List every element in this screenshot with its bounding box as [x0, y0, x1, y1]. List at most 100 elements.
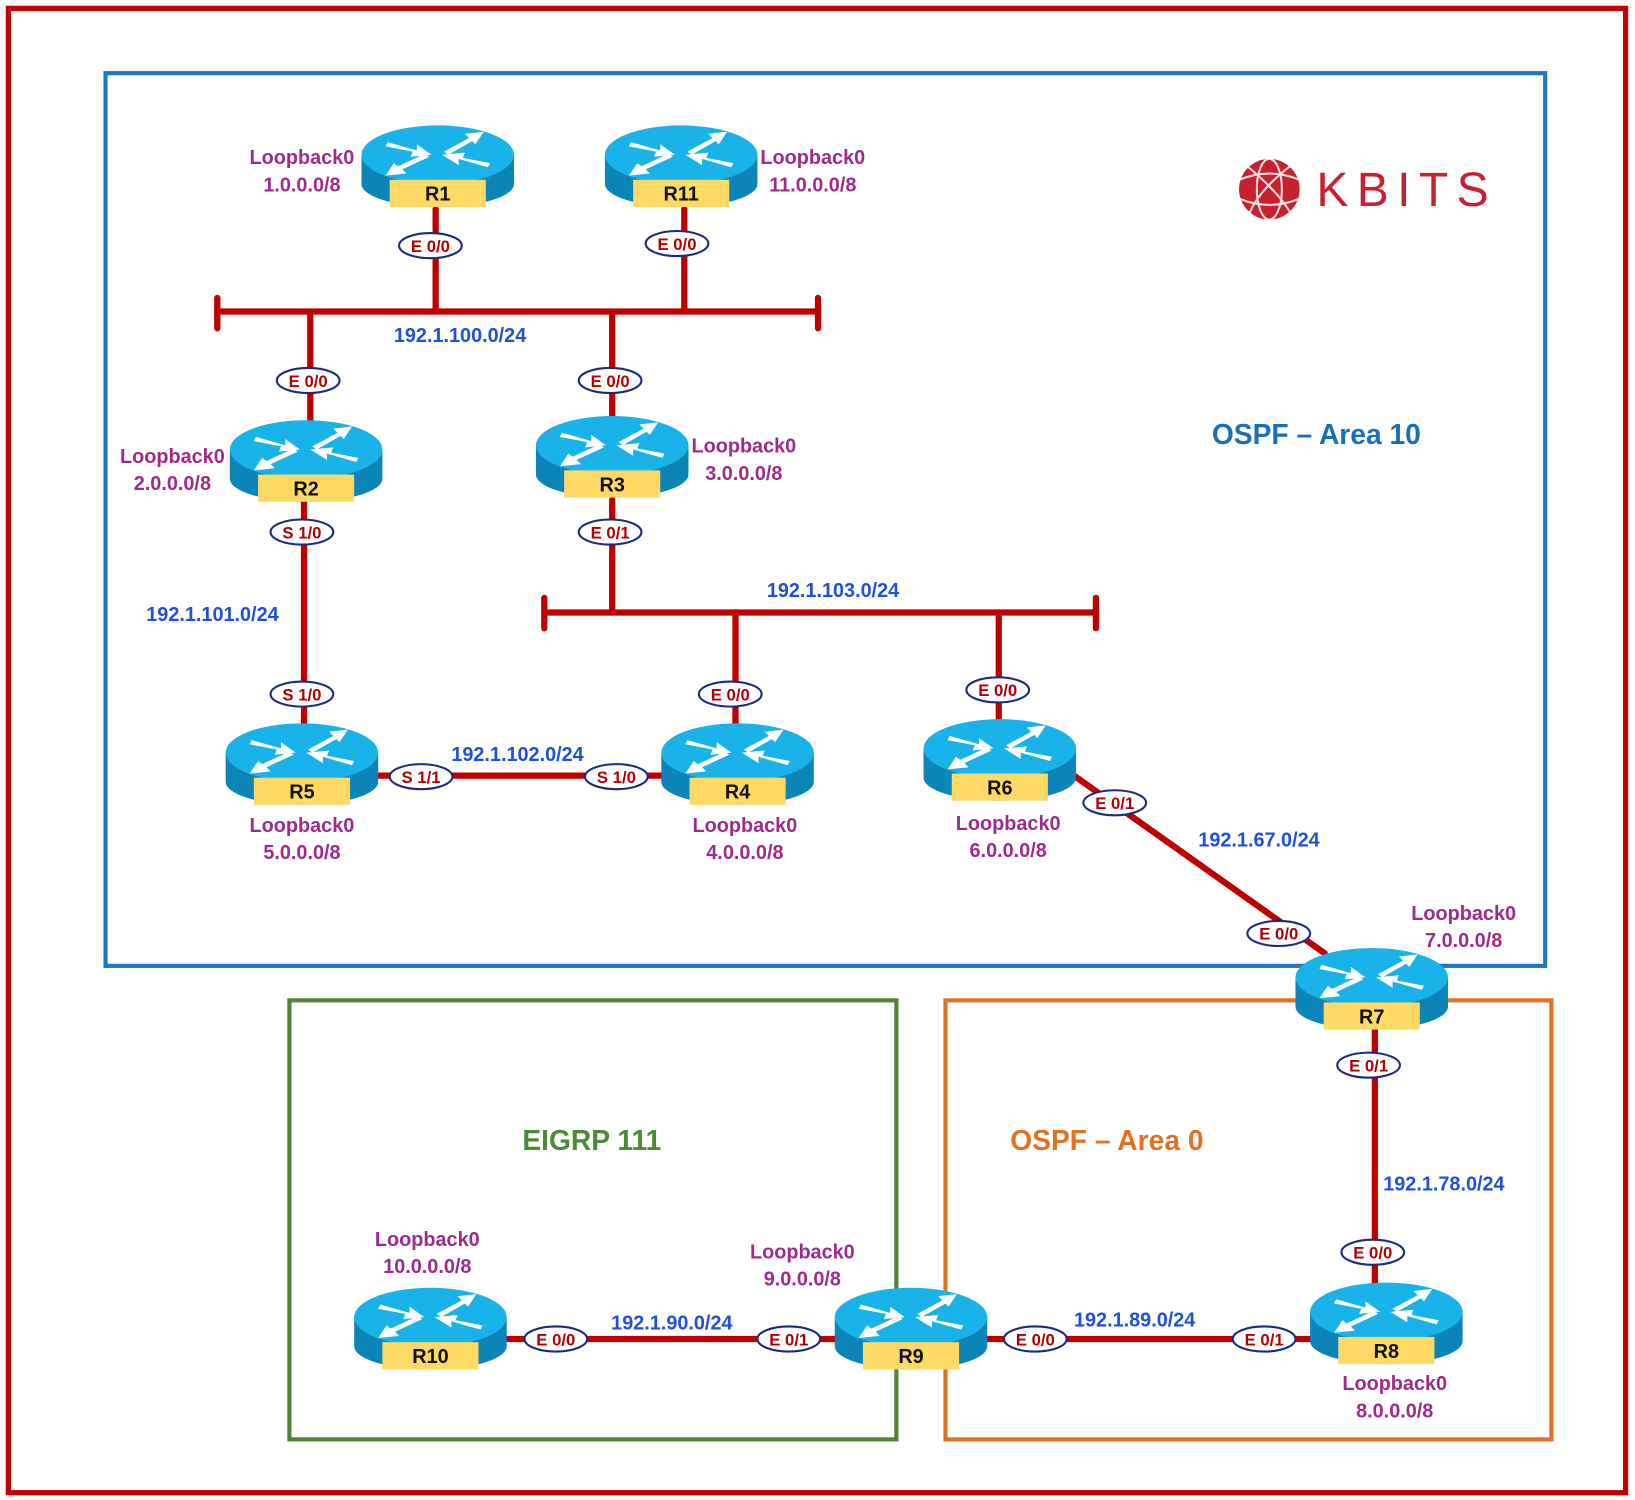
interface-label: E 0/1	[1245, 1330, 1284, 1349]
interface-label: S 1/0	[597, 768, 636, 787]
interface-label: E 0/1	[769, 1330, 808, 1349]
interface-badge-r6-e01: E 0/1	[1082, 789, 1148, 817]
interface-badge-r5-s10: S 1/0	[269, 680, 335, 708]
router-name: R5	[289, 782, 314, 804]
interface-badge-r5-s11: S 1/1	[388, 763, 454, 791]
loopback-label-r10: Loopback0	[375, 1229, 480, 1251]
router-r7[interactable]: R7	[1295, 948, 1448, 1030]
interface-label: S 1/1	[402, 768, 441, 787]
network-label-192-1-103: 192.1.103.0/24	[767, 580, 899, 602]
interface-badge-r9-e00: E 0/0	[1002, 1325, 1068, 1353]
router-r10[interactable]: R10	[354, 1287, 507, 1370]
network-label-192-1-89: 192.1.89.0/24	[1074, 1309, 1195, 1331]
loopback-prefix-r9: 9.0.0.0/8	[764, 1269, 841, 1291]
loopback-prefix-r1: 1.0.0.0/8	[263, 174, 340, 196]
router-r9[interactable]: R9	[834, 1287, 988, 1370]
loopback-prefix-r10: 10.0.0.0/8	[383, 1256, 471, 1278]
router-r11[interactable]: R11	[604, 125, 758, 207]
network-label-192-1-90: 192.1.90.0/24	[611, 1313, 732, 1335]
network-label-192-1-101: 192.1.101.0/24	[146, 604, 278, 626]
loopback-label-r2: Loopback0	[120, 446, 225, 468]
loopback-prefix-r6: 6.0.0.0/8	[970, 840, 1047, 862]
router-name: R11	[664, 184, 699, 206]
router-name: R10	[412, 1346, 448, 1368]
interface-badge-r7-e01: E 0/1	[1336, 1051, 1401, 1079]
area-eigrp-label: EIGRP 111	[522, 1124, 661, 1156]
area-eigrp-box	[287, 998, 899, 1442]
interface-label: S 1/0	[282, 523, 321, 542]
loopback-label-r11: Loopback0	[760, 147, 865, 169]
router-r6[interactable]: R6	[923, 719, 1077, 801]
area-ospf0-box	[943, 998, 1554, 1442]
interface-badge-r1-e00: E 0/0	[398, 232, 463, 260]
loopback-prefix-r8: 8.0.0.0/8	[1356, 1400, 1433, 1422]
area-ospf10-box	[103, 71, 1548, 968]
interface-badge-r3-e01: E 0/1	[577, 518, 643, 546]
network-label-192-1-78: 192.1.78.0/24	[1383, 1174, 1504, 1196]
kbits-logo: KBITS	[1238, 157, 1497, 221]
interface-label: S 1/0	[282, 685, 321, 704]
router-name: R9	[898, 1346, 923, 1368]
interface-label: E 0/1	[591, 523, 630, 542]
interface-badges: E 0/0 E 0/0 E 0/0 E 0/0 S 1/0 E 0/1 S 1/…	[269, 229, 1406, 1353]
interface-badge-r4-e00: E 0/0	[697, 680, 763, 708]
router-name: R1	[425, 184, 450, 206]
interface-badge-r10-e00: E 0/0	[523, 1325, 589, 1353]
router-r1[interactable]: R1	[361, 125, 515, 207]
interface-badge-r6-e00: E 0/0	[965, 676, 1031, 704]
interface-label: E 0/0	[536, 1330, 575, 1349]
router-r8[interactable]: R8	[1310, 1282, 1463, 1365]
interface-badge-r9-e01: E 0/1	[756, 1325, 822, 1353]
area-ospf0-label: OSPF – Area 0	[1010, 1124, 1203, 1156]
router-name: R4	[725, 782, 750, 804]
interface-label: E 0/0	[289, 372, 328, 391]
interface-badge-r8-e01: E 0/1	[1231, 1325, 1297, 1353]
interface-badge-r4-s10: S 1/0	[584, 763, 649, 791]
globe-icon	[1238, 157, 1301, 221]
network-label-192-1-102: 192.1.102.0/24	[451, 744, 583, 766]
logo-text: KBITS	[1316, 163, 1497, 217]
interface-label: E 0/0	[1259, 925, 1298, 944]
interface-label: E 0/1	[1095, 794, 1134, 813]
router-name: R7	[1359, 1006, 1384, 1028]
network-label-192-1-67: 192.1.67.0/24	[1198, 830, 1319, 852]
loopback-prefix-r4: 4.0.0.0/8	[706, 842, 783, 864]
network-label-192-1-100: 192.1.100.0/24	[394, 325, 526, 347]
loopback-label-r5: Loopback0	[250, 815, 355, 837]
router-r3[interactable]: R3	[535, 416, 689, 498]
interface-label: E 0/0	[1016, 1330, 1055, 1349]
router-name: R6	[987, 777, 1012, 799]
loopback-label-r8: Loopback0	[1342, 1373, 1447, 1395]
outer-border	[5, 5, 1629, 1496]
loopback-prefix-r3: 3.0.0.0/8	[705, 463, 782, 485]
interface-badge-r8-e00: E 0/0	[1340, 1238, 1406, 1266]
router-name: R3	[600, 474, 625, 496]
loopback-label-r4: Loopback0	[693, 815, 798, 837]
loopback-prefix-r2: 2.0.0.0/8	[134, 473, 211, 495]
interface-badge-r2-e00: E 0/0	[275, 366, 341, 395]
interface-badge-r7-e00: E 0/0	[1246, 919, 1312, 948]
router-r5[interactable]: R5	[225, 723, 379, 805]
router-name: R2	[293, 478, 318, 500]
interface-badge-r3-e00: E 0/0	[577, 366, 643, 395]
interface-label: E 0/0	[411, 237, 450, 256]
loopback-prefix-r7: 7.0.0.0/8	[1425, 930, 1502, 952]
interface-label: E 0/0	[591, 372, 630, 391]
router-r2[interactable]: R2	[229, 420, 383, 502]
router-name: R8	[1374, 1341, 1399, 1363]
interface-badge-r2-s10: S 1/0	[269, 518, 335, 546]
interface-label: E 0/0	[711, 685, 750, 704]
area-ospf10-label: OSPF – Area 10	[1212, 418, 1421, 450]
loopback-prefix-r5: 5.0.0.0/8	[263, 842, 340, 864]
interface-label: E 0/0	[657, 235, 696, 254]
loopback-label-r6: Loopback0	[956, 813, 1061, 835]
loopback-label-r7: Loopback0	[1411, 903, 1516, 925]
interface-label: E 0/1	[1349, 1056, 1388, 1075]
interface-badge-r11-e00: E 0/0	[644, 229, 710, 258]
loopback-prefix-r11: 11.0.0.0/8	[769, 174, 856, 196]
loopback-label-r9: Loopback0	[750, 1242, 855, 1264]
router-r4[interactable]: R4	[661, 723, 814, 805]
loopback-label-r3: Loopback0	[691, 436, 796, 458]
interface-label: E 0/0	[978, 681, 1017, 700]
